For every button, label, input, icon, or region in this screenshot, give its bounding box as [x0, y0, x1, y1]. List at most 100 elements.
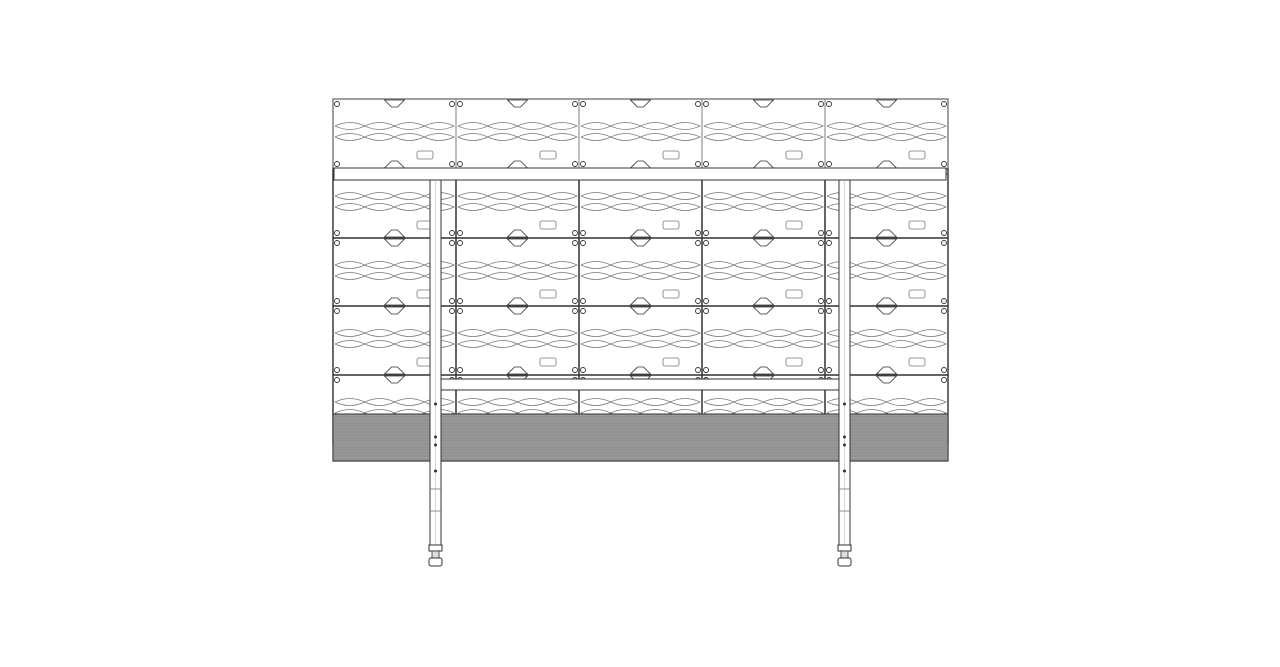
panel-border [824, 98, 949, 170]
panel-border [578, 237, 703, 307]
panel-row [332, 305, 949, 376]
panel-lattice [334, 122, 455, 130]
led-panel [824, 98, 949, 170]
corner-lock-icon [334, 377, 340, 383]
leveling-screw [840, 550, 849, 559]
bolt-icon [434, 402, 437, 406]
bottom-latch-icon [629, 229, 652, 238]
bottom-latch-icon [506, 229, 529, 238]
corner-lock-icon [818, 161, 824, 167]
top-latch-icon [752, 99, 775, 108]
bottom-latch-icon [752, 160, 775, 169]
corner-lock-icon [941, 367, 947, 373]
panel-lattice [580, 192, 701, 200]
panel-handle [539, 150, 557, 160]
corner-lock-icon [703, 240, 709, 246]
leveling-foot-collar [428, 544, 443, 552]
bottom-latch-icon [383, 229, 406, 238]
panel-lattice [580, 261, 701, 269]
bottom-latch-icon [383, 297, 406, 306]
panel-lattice [580, 340, 701, 348]
panel-lattice [826, 203, 947, 211]
corner-lock-icon [580, 101, 586, 107]
bolt-icon [843, 469, 846, 473]
corner-lock-icon [941, 377, 947, 383]
corner-lock-icon [572, 308, 578, 314]
top-latch-icon [629, 238, 652, 247]
panel-lattice [703, 329, 824, 337]
top-latch-icon [383, 99, 406, 108]
panel-lattice [826, 192, 947, 200]
bottom-latch-icon [506, 297, 529, 306]
corner-lock-icon [334, 161, 340, 167]
bottom-latch-icon [875, 366, 898, 375]
bottom-latch-icon [629, 160, 652, 169]
panel-handle [539, 220, 557, 230]
panel-lattice [826, 329, 947, 337]
bottom-latch-icon [506, 366, 529, 375]
panel-row [332, 237, 949, 307]
corner-lock-icon [818, 230, 824, 236]
base-skirt [332, 413, 949, 462]
corner-lock-icon [580, 230, 586, 236]
panel-lattice [580, 122, 701, 130]
panel-lattice [457, 329, 578, 337]
panel-lattice [703, 192, 824, 200]
panel-handle [785, 150, 803, 160]
panel-lattice [334, 192, 455, 200]
corner-lock-icon [580, 367, 586, 373]
corner-lock-icon [572, 230, 578, 236]
corner-lock-icon [703, 298, 709, 304]
corner-lock-icon [572, 101, 578, 107]
corner-lock-icon [572, 161, 578, 167]
leveling-foot-collar [837, 544, 852, 552]
panel-border [701, 237, 826, 307]
top-latch-icon [752, 306, 775, 315]
corner-lock-icon [457, 298, 463, 304]
top-latch-icon [875, 375, 898, 384]
top-latch-icon [383, 306, 406, 315]
panel-handle [785, 357, 803, 367]
panel-row [332, 98, 949, 170]
panel-lattice [457, 340, 578, 348]
corner-lock-icon [826, 161, 832, 167]
panel-lattice [580, 272, 701, 280]
bottom-latch-icon [752, 297, 775, 306]
panel-lattice [580, 398, 701, 406]
corner-lock-icon [457, 308, 463, 314]
corner-lock-icon [826, 230, 832, 236]
panel-lattice [457, 261, 578, 269]
bottom-latch-icon [875, 160, 898, 169]
corner-lock-icon [334, 230, 340, 236]
corner-lock-icon [457, 240, 463, 246]
panel-border [578, 98, 703, 170]
corner-lock-icon [449, 367, 455, 373]
top-latch-icon [506, 99, 529, 108]
panel-lattice [826, 261, 947, 269]
bolt-icon [434, 435, 437, 439]
panel-lattice [580, 133, 701, 141]
panel-lattice [826, 272, 947, 280]
corner-lock-icon [580, 161, 586, 167]
led-panel [578, 237, 703, 307]
panel-lattice [703, 261, 824, 269]
panel-lattice [334, 203, 455, 211]
corner-lock-icon [457, 161, 463, 167]
led-panel [455, 305, 580, 376]
corner-lock-icon [703, 161, 709, 167]
top-latch-icon [506, 306, 529, 315]
left-leg [428, 179, 443, 567]
panel-border [455, 98, 580, 170]
corner-lock-icon [818, 308, 824, 314]
panel-handle [785, 220, 803, 230]
corner-lock-icon [580, 308, 586, 314]
leveling-foot [428, 557, 443, 567]
panel-lattice [334, 340, 455, 348]
corner-lock-icon [457, 367, 463, 373]
panel-lattice [334, 261, 455, 269]
panel-lattice [703, 398, 824, 406]
panel-lattice [457, 122, 578, 130]
bottom-latch-icon [383, 366, 406, 375]
base-fill [332, 413, 949, 462]
panel-lattice [457, 409, 578, 417]
